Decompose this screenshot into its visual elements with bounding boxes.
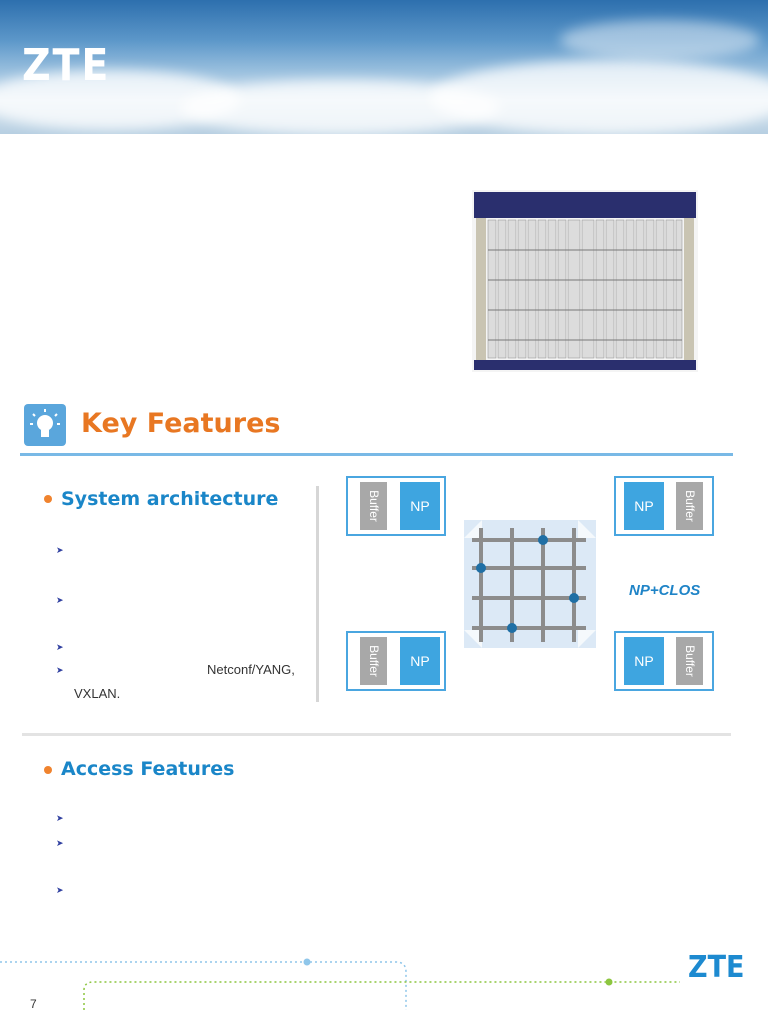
np-buffer-box-top-right: NP Buffer bbox=[614, 476, 714, 536]
orange-bullet-dot bbox=[44, 495, 52, 503]
column-separator bbox=[316, 486, 319, 702]
np-block: NP bbox=[624, 482, 664, 530]
arrow-bullet-icon: ➤ bbox=[56, 885, 64, 895]
np-buffer-box-bottom-right: NP Buffer bbox=[614, 631, 714, 691]
key-features-title: Key Features bbox=[81, 408, 281, 439]
arrow-bullet-icon: ➤ bbox=[56, 545, 64, 555]
title-underline bbox=[20, 453, 733, 456]
zte-logo: ZTE bbox=[22, 40, 111, 91]
arrow-bullet-icon: ➤ bbox=[56, 595, 64, 605]
access-features-heading: Access Features bbox=[61, 758, 235, 780]
arrow-bullet-icon: ➤ bbox=[56, 838, 64, 848]
buffer-block: Buffer bbox=[360, 637, 387, 685]
arrow-bullet-icon: ➤ bbox=[56, 642, 64, 652]
section-divider bbox=[22, 733, 731, 736]
zte-logo-footer: ZTE bbox=[688, 950, 745, 985]
buffer-label: Buffer bbox=[366, 645, 381, 677]
cloud-decoration bbox=[560, 20, 760, 60]
buffer-block: Buffer bbox=[676, 637, 703, 685]
bullet-text-vxlan: VXLAN. bbox=[74, 686, 121, 701]
system-architecture-heading: System architecture bbox=[61, 488, 279, 510]
footer-decoration-lines bbox=[0, 958, 680, 1010]
chassis-device-image bbox=[472, 190, 698, 372]
buffer-block: Buffer bbox=[676, 482, 703, 530]
cloud-decoration bbox=[430, 60, 768, 134]
buffer-label: Buffer bbox=[366, 490, 381, 522]
np-block: NP bbox=[624, 637, 664, 685]
buffer-label: Buffer bbox=[682, 490, 697, 522]
np-buffer-box-bottom-left: Buffer NP bbox=[346, 631, 446, 691]
orange-bullet-dot bbox=[44, 766, 52, 774]
bullet-text-protocols: Netconf/YANG, bbox=[207, 662, 295, 677]
np-block: NP bbox=[400, 482, 440, 530]
header-banner: ZTE bbox=[0, 0, 768, 134]
buffer-block: Buffer bbox=[360, 482, 387, 530]
arrow-bullet-icon: ➤ bbox=[56, 665, 64, 675]
buffer-label: Buffer bbox=[682, 645, 697, 677]
np-block: NP bbox=[400, 637, 440, 685]
lightbulb-icon bbox=[24, 404, 66, 446]
arrow-bullet-icon: ➤ bbox=[56, 813, 64, 823]
np-clos-label: NP+CLOS bbox=[629, 582, 701, 599]
np-buffer-box-top-left: Buffer NP bbox=[346, 476, 446, 536]
page-number: 7 bbox=[30, 997, 37, 1011]
clos-switch-grid bbox=[464, 520, 596, 648]
